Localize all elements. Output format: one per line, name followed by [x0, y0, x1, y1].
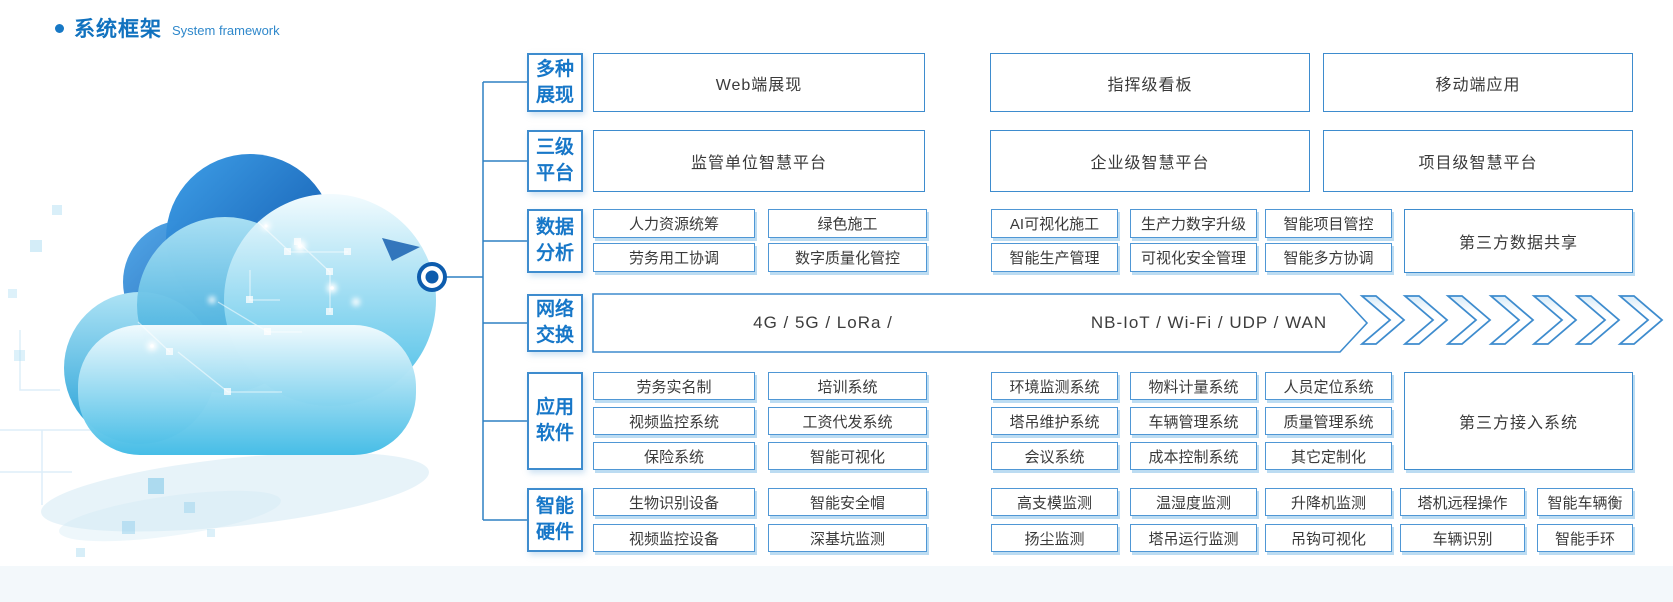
software-item: 成本控制系统 — [1130, 442, 1257, 470]
hardware-item: 深基坑监测 — [768, 524, 927, 552]
data-analysis-item: 绿色施工 — [768, 209, 927, 238]
data-analysis-item: 智能项目管控 — [1265, 209, 1392, 238]
hub-node-icon — [417, 262, 447, 292]
background-band — [0, 566, 1673, 602]
platform-box: 项目级智慧平台 — [1323, 130, 1633, 192]
software-item: 物料计量系统 — [1130, 372, 1257, 400]
platform-box: 企业级智慧平台 — [990, 130, 1310, 192]
network-arrow-shape — [592, 293, 1369, 353]
glow-dots — [147, 221, 360, 351]
hardware-item: 塔机远程操作 — [1400, 488, 1525, 516]
presentation-box: 指挥级看板 — [990, 53, 1310, 112]
software-item: 保险系统 — [593, 442, 755, 470]
category-software: 应用软件 — [527, 372, 583, 470]
hardware-item: 车辆识别 — [1400, 524, 1525, 552]
hardware-item: 视频监控设备 — [593, 524, 755, 552]
category-hardware: 智能硬件 — [527, 488, 583, 552]
hardware-item: 温湿度监测 — [1130, 488, 1257, 516]
hardware-item: 智能安全帽 — [768, 488, 927, 516]
software-item: 人员定位系统 — [1265, 372, 1392, 400]
software-item: 塔吊维护系统 — [991, 407, 1118, 435]
software-item: 视频监控系统 — [593, 407, 755, 435]
hardware-item: 高支模监测 — [991, 488, 1118, 516]
data-analysis-item: 人力资源统筹 — [593, 209, 755, 238]
data-analysis-item: 生产力数字升级 — [1130, 209, 1257, 238]
hardware-item: 塔吊运行监测 — [1130, 524, 1257, 552]
data-analysis-item: 可视化安全管理 — [1130, 243, 1257, 272]
network-protocols-left: 4G / 5G / LoRa / — [753, 313, 893, 332]
hardware-item: 智能车辆衡 — [1537, 488, 1633, 516]
software-item: 车辆管理系统 — [1130, 407, 1257, 435]
data-analysis-item: 劳务用工协调 — [593, 243, 755, 272]
category-data-analysis: 数据分析 — [527, 209, 583, 273]
network-bus: 4G / 5G / LoRa / NB-IoT / Wi-Fi / UDP / … — [593, 294, 1367, 352]
presentation-box: Web端展现 — [593, 53, 925, 112]
title-zh: 系统框架 — [74, 18, 162, 41]
platform-box: 监管单位智慧平台 — [593, 130, 925, 192]
cloud-illustration — [0, 154, 436, 557]
third-party-access-box: 第三方接入系统 — [1404, 372, 1633, 470]
third-party-data-share-box: 第三方数据共享 — [1404, 209, 1633, 273]
hardware-item: 扬尘监测 — [991, 524, 1118, 552]
bullet-icon — [55, 23, 64, 33]
software-item: 工资代发系统 — [768, 407, 927, 435]
category-presentation: 多种展现 — [527, 53, 583, 112]
data-analysis-item: 智能生产管理 — [991, 243, 1118, 272]
data-analysis-item: 数字质量化管控 — [768, 243, 927, 272]
data-analysis-item: AI可视化施工 — [991, 209, 1118, 238]
software-item: 培训系统 — [768, 372, 927, 400]
hardware-item: 生物识别设备 — [593, 488, 755, 516]
hardware-item: 吊钩可视化 — [1265, 524, 1392, 552]
software-item: 其它定制化 — [1265, 442, 1392, 470]
chevron-arrows-icon — [1359, 295, 1664, 345]
connector-lines — [446, 81, 527, 521]
software-item: 质量管理系统 — [1265, 407, 1392, 435]
data-analysis-item: 智能多方协调 — [1265, 243, 1392, 272]
category-network: 网络交换 — [527, 294, 583, 352]
software-item: 劳务实名制 — [593, 372, 755, 400]
software-item: 环境监测系统 — [991, 372, 1118, 400]
category-platforms: 三级平台 — [527, 130, 583, 192]
page-title: 系统框架 System framework — [55, 13, 280, 43]
floating-squares — [8, 205, 215, 557]
network-protocols-right: NB-IoT / Wi-Fi / UDP / WAN — [1090, 313, 1328, 332]
hardware-item: 智能手环 — [1537, 524, 1633, 552]
presentation-box: 移动端应用 — [1323, 53, 1633, 112]
hardware-item: 升降机监测 — [1265, 488, 1392, 516]
software-item: 智能可视化 — [768, 442, 927, 470]
software-item: 会议系统 — [991, 442, 1118, 470]
title-en: System framework — [172, 23, 280, 38]
